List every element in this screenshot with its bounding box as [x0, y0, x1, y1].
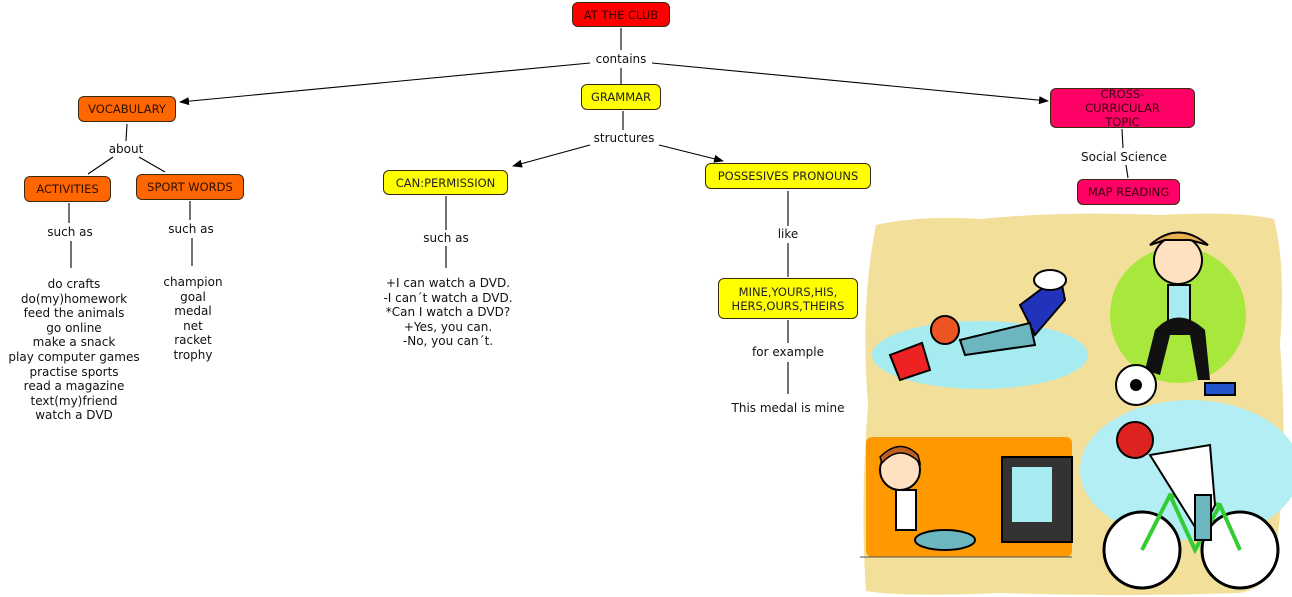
link-label-social-science: Social Science: [1079, 150, 1169, 164]
link-label-for-example: for example: [750, 345, 826, 359]
pronoun-example: This medal is mine: [732, 401, 845, 416]
list-item: -I can´t watch a DVD.: [383, 290, 513, 305]
list-item: do crafts: [47, 277, 101, 291]
list-item: trophy: [173, 347, 213, 362]
node-pronoun-list[interactable]: MINE,YOURS,HIS, HERS,OURS,THEIRS: [718, 278, 858, 319]
link-about-sport: [138, 156, 166, 173]
node-possessive-pronouns[interactable]: POSSESIVES PRONOUNS: [705, 163, 871, 189]
link-contains-crosscurricular: [651, 62, 1049, 105]
can-examples-list: +I can watch a DVD. -I can´t watch a DVD…: [383, 276, 512, 349]
list-item: *Can I watch a DVD?: [385, 305, 511, 320]
node-at-the-club[interactable]: AT THE CLUB: [572, 2, 670, 27]
link-label-contains: contains: [593, 52, 649, 66]
list-item: watch a DVD: [35, 408, 113, 423]
node-sport-words[interactable]: SPORT WORDS: [136, 174, 244, 200]
list-item: champion: [163, 275, 223, 289]
node-map-reading[interactable]: MAP READING: [1077, 179, 1180, 205]
link-cross-social: [1121, 128, 1124, 149]
node-grammar[interactable]: GRAMMAR: [581, 84, 661, 110]
link-structures-possessive: [658, 144, 724, 163]
link-label-about: about: [106, 142, 146, 156]
link-about-activities: [87, 156, 114, 175]
boy-reading-panel: [872, 269, 1088, 389]
node-pronoun-list-line1: MINE,YOURS,HIS,: [738, 284, 838, 299]
node-cross-curricular[interactable]: CROSS-CURRICULAR TOPIC: [1050, 87, 1195, 129]
link-contains-vocabulary: [179, 62, 591, 106]
list-item: racket: [174, 333, 212, 348]
girl-football-panel: [1110, 231, 1246, 406]
link-label-activities-such-as: such as: [45, 225, 95, 239]
node-activities[interactable]: ACTIVITIES: [24, 176, 111, 202]
girl-tv-panel: [860, 437, 1073, 558]
list-item: make a snack: [32, 335, 116, 350]
list-item: This medal is mine: [731, 401, 845, 415]
list-item: net: [183, 318, 203, 333]
link-label-like: like: [775, 227, 801, 241]
list-item: -No, you can´t.: [402, 334, 494, 349]
link-vocab-about: [125, 123, 128, 142]
list-item: goal: [180, 289, 206, 304]
node-pronoun-list-line2: HERS,OURS,THEIRS: [731, 298, 845, 313]
list-item: text(my)friend: [30, 393, 118, 408]
activities-list: do crafts do(my)homework feed the animal…: [8, 277, 139, 423]
list-item: medal: [174, 304, 212, 319]
list-item: feed the animals: [23, 306, 125, 321]
list-item: +I can watch a DVD.: [385, 276, 511, 290]
list-item: +Yes, you can.: [403, 319, 493, 334]
list-item: play computer games: [8, 349, 140, 364]
link-label-can-such-as: such as: [421, 231, 471, 245]
boy-cycling-panel: [1080, 400, 1292, 590]
node-can-permission[interactable]: CAN:PERMISSION: [383, 170, 508, 195]
list-item: do(my)homework: [20, 291, 128, 306]
sport-words-list: champion goal medal net racket trophy: [163, 275, 222, 363]
activities-illustration: [860, 213, 1292, 595]
list-item: practise sports: [29, 364, 119, 379]
link-structures-can: [512, 144, 591, 168]
list-item: go online: [46, 320, 102, 335]
link-label-structures: structures: [591, 131, 657, 145]
link-social-map: [1125, 164, 1129, 179]
node-vocabulary[interactable]: VOCABULARY: [78, 96, 176, 122]
link-label-sport-such-as: such as: [166, 222, 216, 236]
node-cross-curricular-text: CROSS-CURRICULAR TOPIC: [1085, 87, 1160, 129]
list-item: read a magazine: [23, 379, 125, 394]
